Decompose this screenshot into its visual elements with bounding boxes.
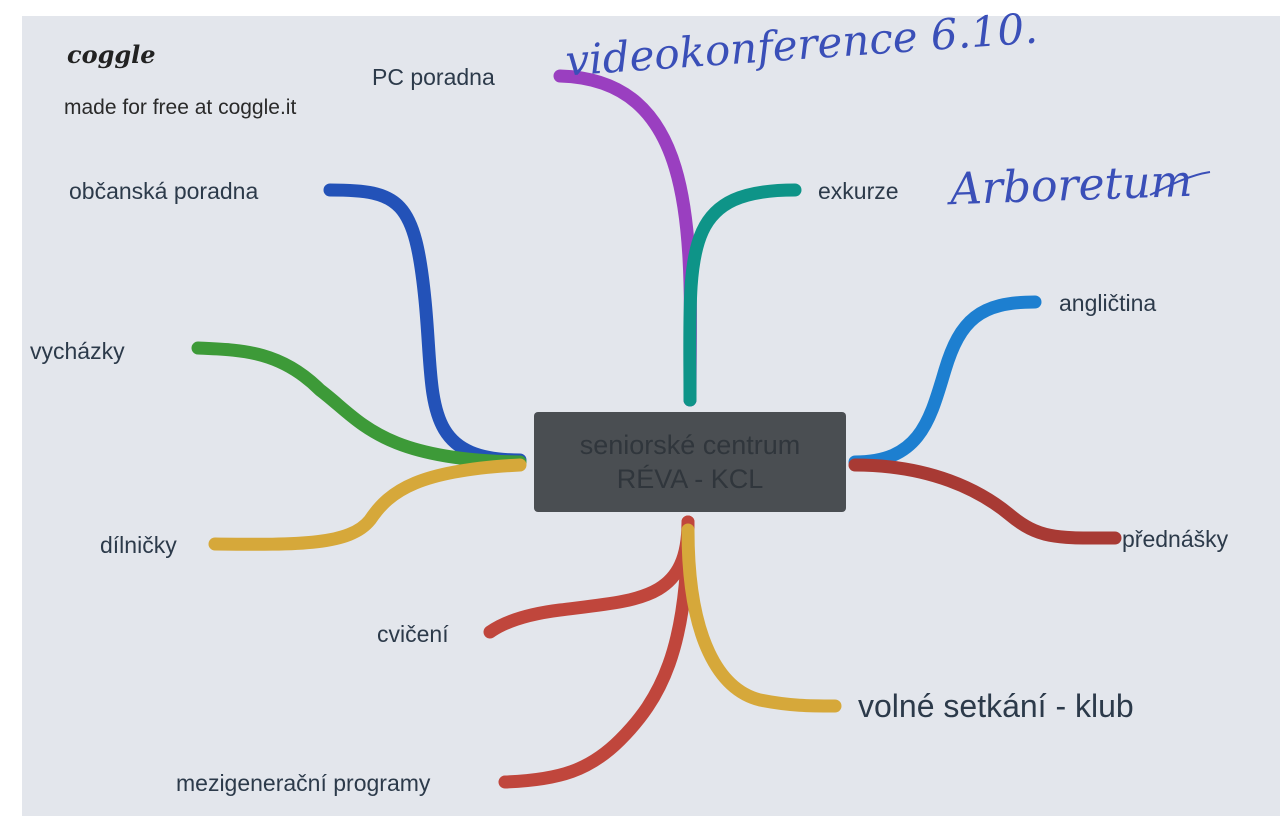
node-obcanska-poradna[interactable]: občanská poradna [69, 178, 259, 204]
node-pc-poradna[interactable]: PC poradna [372, 64, 495, 90]
branch-line-pc-poradna [553, 69, 697, 407]
brand-tagline[interactable]: made for free at coggle.it [64, 96, 297, 119]
handwriting-flourish [1149, 171, 1211, 196]
handwritten-note-arboretum: Arboretum [949, 155, 1194, 216]
central-node-line2: RÉVA - KCL [616, 464, 764, 494]
branch-line-volne-setkani [681, 523, 842, 713]
brand-logo[interactable]: coggle [67, 40, 156, 69]
node-vychazky[interactable]: vycházky [30, 338, 125, 364]
branch-line-dilnicky [208, 458, 527, 551]
node-prednasky[interactable]: přednášky [1122, 526, 1229, 552]
node-exkurze[interactable]: exkurze [818, 178, 899, 204]
node-cviceni[interactable]: cvičení [377, 621, 449, 647]
branch-line-anglictina [848, 295, 1042, 469]
branch-line-vychazky [191, 341, 527, 469]
node-dilnicky[interactable]: dílničky [100, 532, 177, 558]
branch-line-prednasky [848, 458, 1122, 545]
branch-line-mezigeneracni [498, 515, 695, 789]
node-anglictina[interactable]: angličtina [1059, 290, 1157, 316]
node-volne-setkani-klub[interactable]: volné setkání - klub [858, 688, 1134, 724]
central-node-line1: seniorské centrum [579, 430, 801, 460]
node-mezigeneracni-programy[interactable]: mezigenerační programy [176, 770, 431, 796]
branch-line-exkurze [683, 183, 802, 407]
central-node[interactable]: seniorské centrum RÉVA - KCL [534, 412, 846, 512]
branch-line-cviceni [483, 515, 695, 639]
branch-line-obcanska-poradna [323, 183, 527, 467]
